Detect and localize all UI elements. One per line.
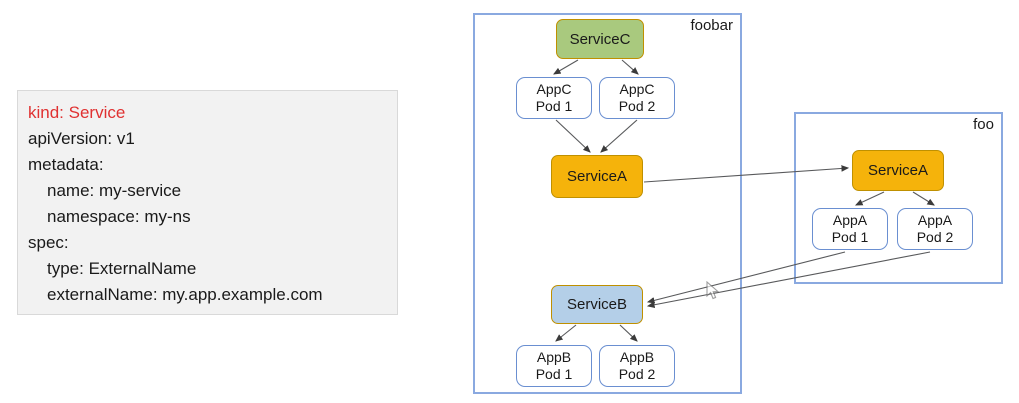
yaml-line-metadata: metadata: [28,155,104,174]
pod-node-appb-pod1[interactable]: AppB Pod 1 [516,345,592,387]
service-node-servicec[interactable]: ServiceC [556,19,644,59]
yaml-line-metadata-namespace: namespace: my-ns [47,207,191,226]
yaml-line-spec-type: type: ExternalName [47,259,197,278]
yaml-line-spec-externalname: externalName: my.app.example.com [47,285,323,304]
yaml-line-kind: kind: Service [28,103,126,122]
service-node-servicea-foo[interactable]: ServiceA [852,150,944,191]
yaml-line-apiversion: apiVersion: v1 [28,129,135,148]
pod-node-appa-pod1[interactable]: AppA Pod 1 [812,208,888,250]
pod-app-label: AppC [536,81,572,97]
pod-app-label: AppC [619,81,655,97]
service-node-label: ServiceA [566,168,628,185]
service-node-label: ServiceC [569,30,631,48]
namespace-box-foo: foo [794,112,1003,284]
namespace-box-foobar: foobar [473,13,742,394]
pod-app-label: AppB [619,349,655,365]
pod-node-appa-pod2[interactable]: AppA Pod 2 [897,208,973,250]
pod-index-label: Pod 1 [535,366,573,382]
yaml-line-metadata-name: name: my-service [47,181,182,200]
pod-node-appc-pod2[interactable]: AppC Pod 2 [599,77,675,119]
service-node-label: ServiceA [867,162,929,179]
service-yaml-manifest-panel: kind: Service apiVersion: v1 metadata: n… [17,90,398,315]
namespace-label-foo: foo [973,116,994,133]
service-node-label: ServiceB [566,296,628,313]
mouse-cursor-icon [706,281,720,300]
pod-node-appc-pod1[interactable]: AppC Pod 1 [516,77,592,119]
pod-index-label: Pod 2 [618,98,656,114]
pod-index-label: Pod 2 [618,366,656,382]
pod-index-label: Pod 2 [916,229,954,245]
pod-index-label: Pod 1 [535,98,573,114]
service-node-servicea-foobar[interactable]: ServiceA [551,155,643,198]
namespace-label-foobar: foobar [690,17,733,34]
pod-app-label: AppA [832,212,868,228]
yaml-line-spec: spec: [28,233,69,252]
pod-index-label: Pod 1 [831,229,869,245]
service-node-serviceb[interactable]: ServiceB [551,285,643,324]
pod-node-appb-pod2[interactable]: AppB Pod 2 [599,345,675,387]
pod-app-label: AppA [917,212,953,228]
pod-app-label: AppB [536,349,572,365]
